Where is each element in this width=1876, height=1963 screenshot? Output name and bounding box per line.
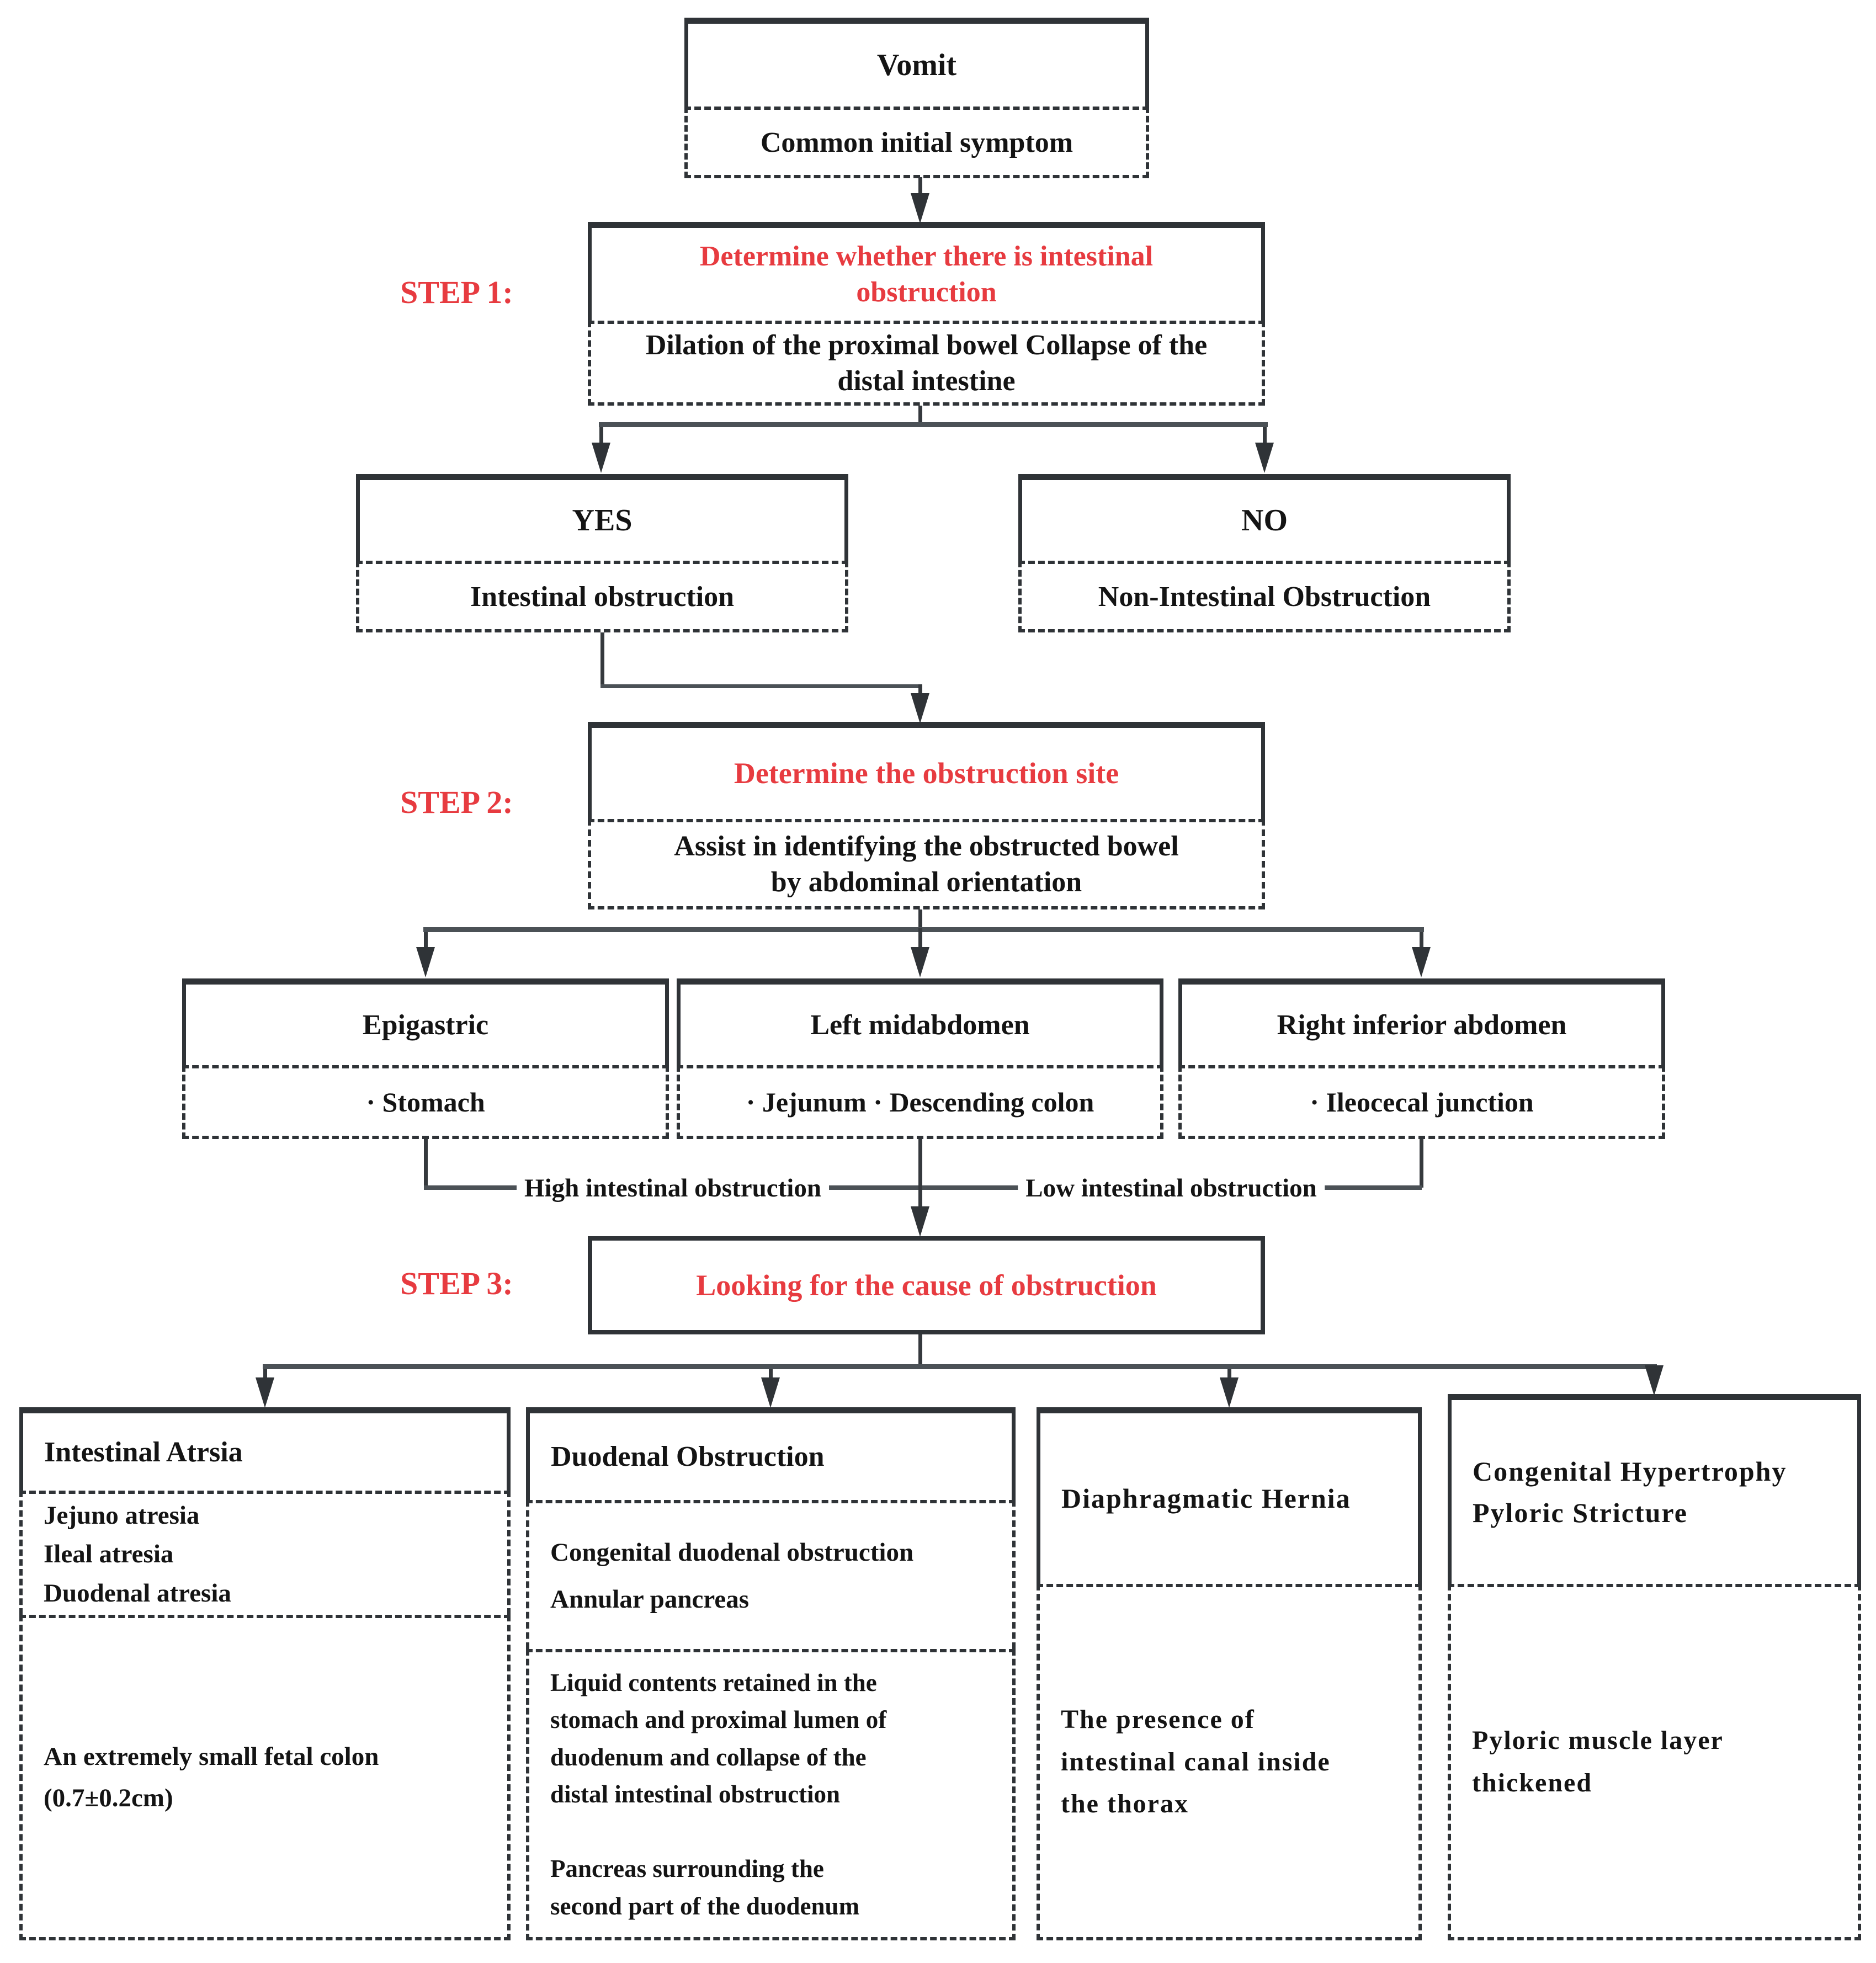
node-left-midabdomen-title: Left midabdomen (677, 978, 1163, 1065)
connector-site2-stub (918, 928, 922, 949)
connector-step3-arrowhead (911, 1206, 929, 1237)
node-pyloric-stricture-finding: Pyloric muscle layer thickened (1448, 1584, 1861, 1940)
connector-site3-arrowhead (1412, 947, 1431, 977)
node-diaphragmatic-hernia-title: Diaphragmatic Hernia (1037, 1407, 1422, 1584)
node-step2-note: Assist in identifying the obstructed bow… (588, 819, 1265, 909)
connector-cause1-arrowhead (256, 1377, 274, 1408)
connector-center-down (918, 1139, 922, 1209)
node-yes-note: Intestinal obstruction (356, 561, 848, 632)
node-intestinal-atresia: Intestinal Atrsia Jejuno atresia Ileal a… (19, 1407, 511, 1940)
node-diaphragmatic-hernia-finding: The presence of intestinal canal inside … (1037, 1584, 1422, 1940)
node-right-inferior-abdomen-title: Right inferior abdomen (1178, 978, 1665, 1065)
node-intestinal-atresia-types: Jejuno atresia Ileal atresia Duodenal at… (19, 1491, 511, 1615)
connector-sites-bar (423, 927, 1424, 932)
connector-cause3-arrowhead (1220, 1377, 1239, 1408)
connector-low-down (1420, 1139, 1423, 1188)
connector-vomit-step1-line (918, 177, 922, 196)
node-duodenal-obstruction: Duodenal Obstruction Congenital duodenal… (526, 1407, 1016, 1940)
connector-step2-stem (918, 909, 922, 928)
connector-cause1-stub (263, 1369, 267, 1379)
node-epigastric-note: · Stomach (182, 1065, 669, 1139)
node-vomit: Vomit Common initial symptom (684, 18, 1149, 178)
node-no-note: Non-Intestinal Obstruction (1018, 561, 1511, 632)
connector-vomit-step1-arrowhead (911, 193, 929, 224)
node-vomit-title: Vomit (684, 18, 1149, 107)
connector-causes-bar (263, 1364, 1657, 1369)
node-diaphragmatic-hernia: Diaphragmatic Hernia The presence of int… (1037, 1407, 1422, 1940)
connector-cause2-stub (769, 1369, 773, 1379)
node-epigastric-title: Epigastric (182, 978, 669, 1065)
node-left-midabdomen: Left midabdomen · Jejunum · Descending c… (677, 978, 1163, 1139)
node-yes-title: YES (356, 474, 848, 561)
connector-no-stub (1263, 427, 1267, 445)
connector-site1-arrowhead (416, 947, 435, 977)
node-intestinal-atresia-title: Intestinal Atrsia (19, 1407, 511, 1491)
node-no-title: NO (1018, 474, 1511, 561)
connector-step3-stem (918, 1334, 922, 1365)
node-duodenal-obstruction-finding: Liquid contents retained in the stomach … (526, 1649, 1016, 1940)
node-right-inferior-abdomen: Right inferior abdomen · Ileocecal junct… (1178, 978, 1665, 1139)
connector-cause4-arrowhead (1645, 1365, 1664, 1396)
step2-label: STEP 2: (400, 784, 513, 820)
connector-yes-across (600, 684, 922, 688)
connector-site1-stub (424, 932, 428, 949)
connector-step2-arrowhead (911, 693, 929, 724)
high-obstruction-label: High intestinal obstruction (517, 1173, 829, 1203)
connector-highlow-line (424, 1185, 1422, 1190)
node-duodenal-obstruction-title: Duodenal Obstruction (526, 1407, 1016, 1500)
node-duodenal-obstruction-types: Congenital duodenal obstruction Annular … (526, 1500, 1016, 1649)
low-obstruction-label: Low intestinal obstruction (1018, 1173, 1325, 1203)
node-step2: Determine the obstruction site Assist in… (588, 722, 1265, 909)
connector-site2-arrowhead (911, 947, 929, 977)
node-no: NO Non-Intestinal Obstruction (1018, 474, 1511, 632)
node-pyloric-stricture: Congenital Hypertrophy Pyloric Stricture… (1448, 1394, 1861, 1940)
node-step1-note: Dilation of the proximal bowel Collapse … (588, 321, 1265, 406)
node-step1: Determine whether there is intestinal ob… (588, 222, 1265, 406)
node-epigastric: Epigastric · Stomach (182, 978, 669, 1139)
connector-cause2-arrowhead (761, 1377, 780, 1408)
connector-yes-arrowhead (592, 443, 610, 473)
connector-step2-drop (918, 684, 922, 696)
connector-no-arrowhead (1255, 443, 1274, 473)
node-step3: Looking for the cause of obstruction (588, 1236, 1265, 1334)
step3-label: STEP 3: (400, 1265, 513, 1301)
node-step1-title: Determine whether there is intestinal ob… (588, 222, 1265, 321)
connector-high-down (424, 1139, 428, 1188)
node-pyloric-stricture-title: Congenital Hypertrophy Pyloric Stricture (1448, 1394, 1861, 1584)
connector-yes-down (600, 632, 604, 685)
connector-step1-stem (918, 406, 922, 423)
connector-step1-bar (599, 422, 1268, 427)
node-yes: YES Intestinal obstruction (356, 474, 848, 632)
node-vomit-note: Common initial symptom (684, 107, 1149, 178)
node-left-midabdomen-note: · Jejunum · Descending colon (677, 1065, 1163, 1139)
node-step2-title: Determine the obstruction site (588, 722, 1265, 819)
step1-label: STEP 1: (400, 274, 513, 310)
connector-cause3-stub (1227, 1369, 1231, 1379)
node-intestinal-atresia-finding: An extremely small fetal colon (0.7±0.2c… (19, 1615, 511, 1940)
connector-site3-stub (1420, 932, 1423, 949)
connector-yes-stub (599, 427, 603, 445)
node-right-inferior-abdomen-note: · Ileocecal junction (1178, 1065, 1665, 1139)
